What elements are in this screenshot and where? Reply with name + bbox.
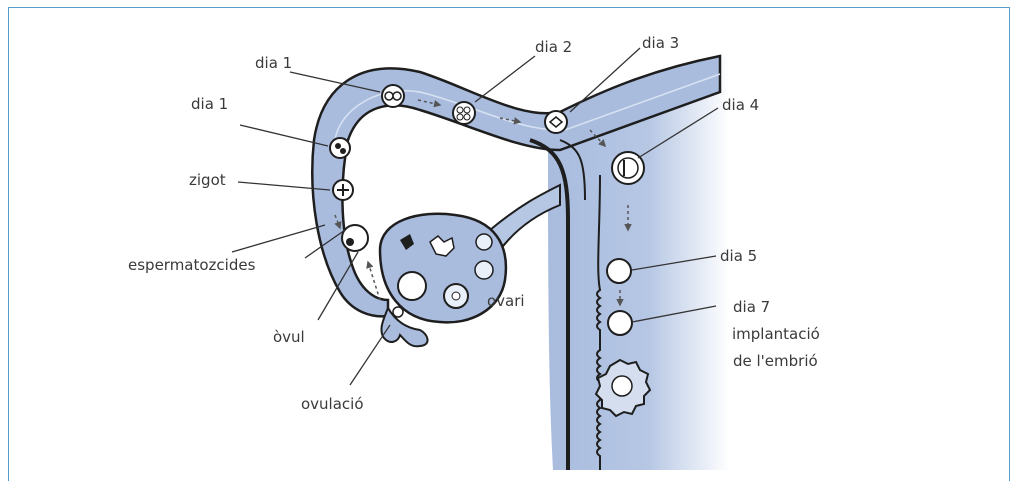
label-zigot: zigot (189, 171, 226, 189)
day5-blastocyst (607, 259, 631, 283)
day1-cell-upper (382, 85, 404, 107)
label-implantacio: implantació (732, 325, 820, 343)
label-espermatozoides: espermatozcides (128, 256, 256, 274)
label-ovulacio: ovulació (301, 395, 364, 413)
label-ovul: òvul (273, 328, 305, 346)
leader-ovulacio (350, 325, 390, 385)
day1-cell-lower (330, 138, 350, 158)
label-dia3: dia 3 (642, 34, 679, 52)
ovum (342, 225, 368, 251)
leader-espermatozoides-2 (232, 225, 325, 252)
label-dia5: dia 5 (720, 247, 757, 265)
label-dia1-left: dia 1 (191, 95, 228, 113)
ovulation-ovum (393, 307, 403, 317)
day3-cell (545, 111, 567, 133)
label-dia1-top: dia 1 (255, 54, 292, 72)
label-dia4: dia 4 (722, 96, 759, 114)
label-embrio: de l'embrió (733, 352, 818, 370)
label-dia7: dia 7 (733, 298, 770, 316)
zygote (333, 180, 353, 200)
day2-cell (453, 102, 475, 124)
label-dia2: dia 2 (535, 38, 572, 56)
day7-blastocyst (608, 311, 632, 335)
leader-dia2 (475, 56, 535, 102)
label-ovari: ovari (487, 292, 525, 310)
